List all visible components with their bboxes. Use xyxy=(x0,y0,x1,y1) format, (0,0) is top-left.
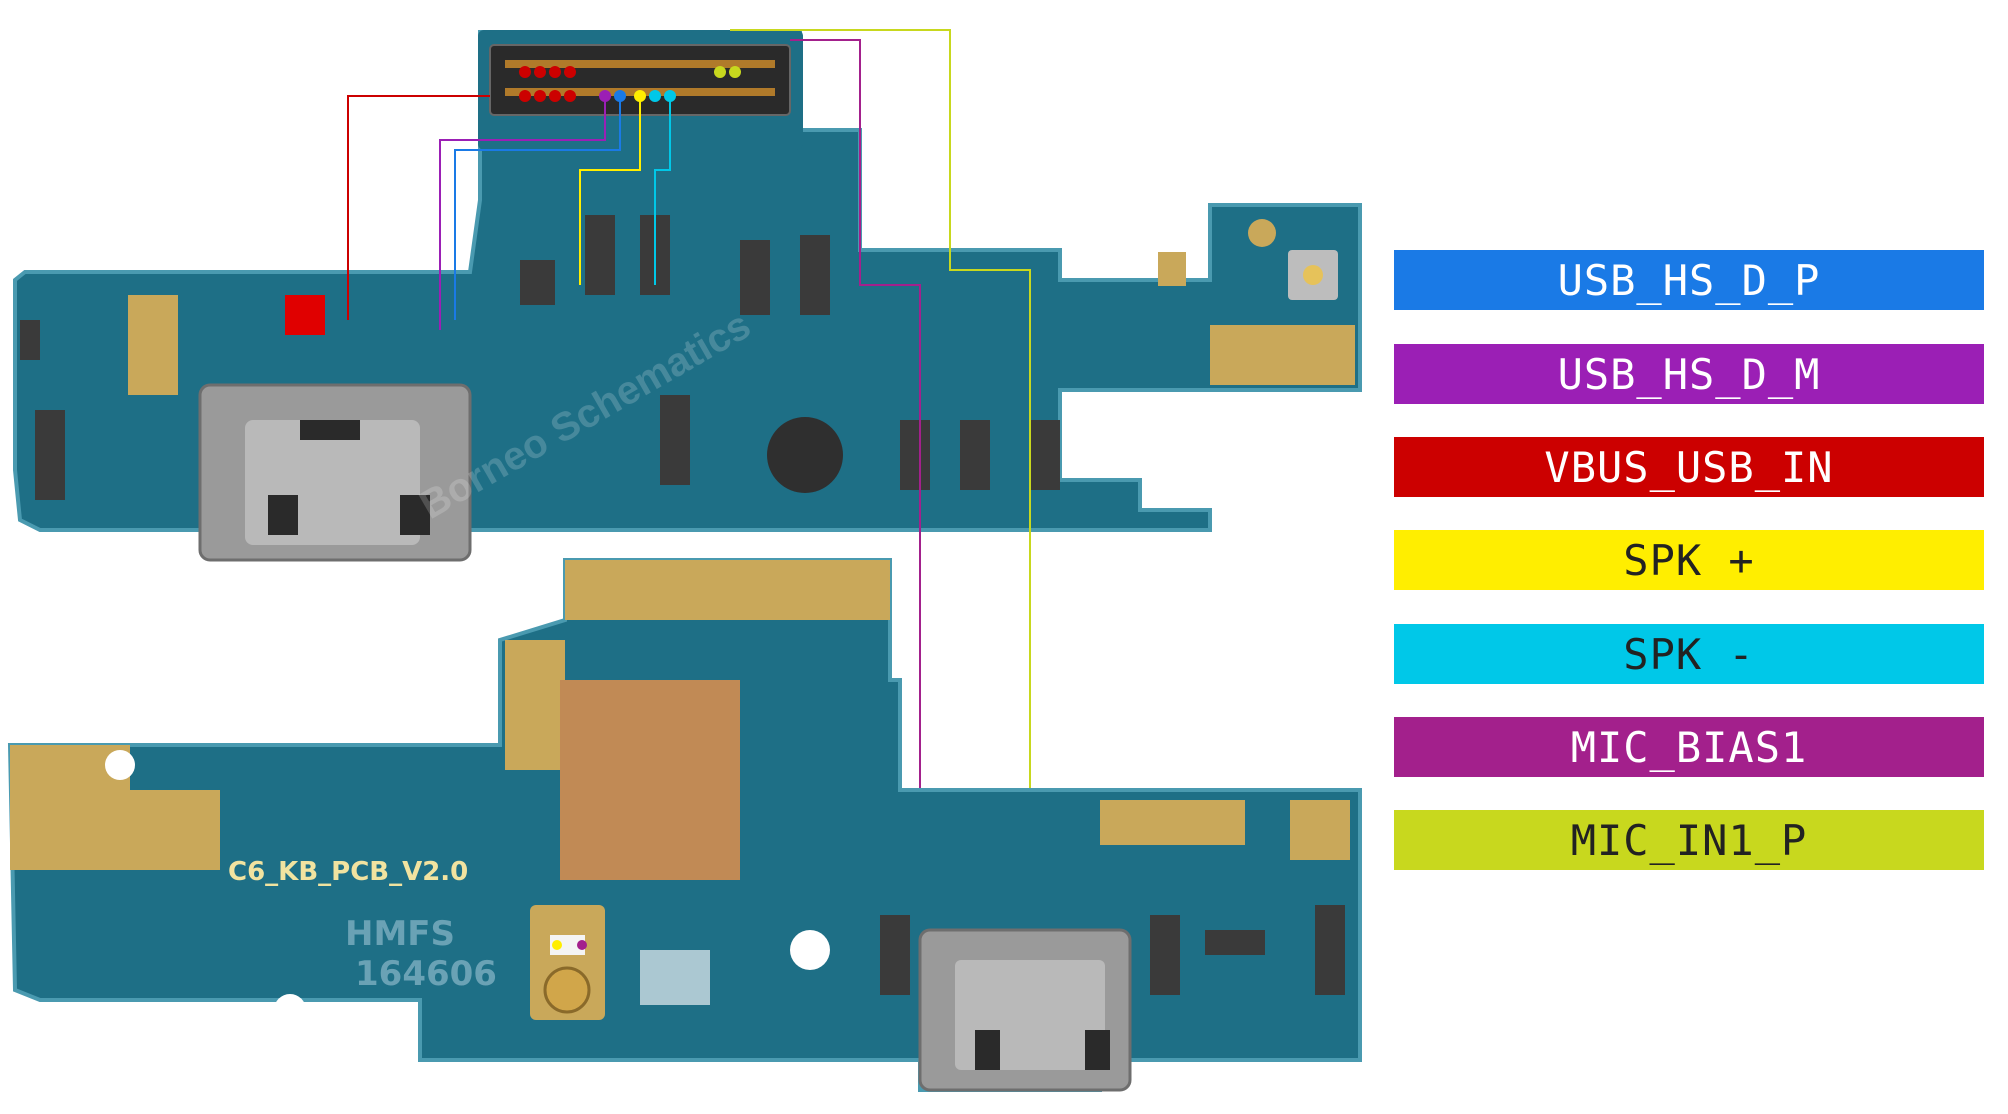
smd-components xyxy=(20,215,1060,500)
mounting-hole xyxy=(790,930,830,970)
silkscreen-date: 164606 xyxy=(355,954,497,994)
silkscreen-model: C6_KB_PCB_V2.0 xyxy=(228,857,468,887)
copper-area xyxy=(560,680,740,880)
signal-traces xyxy=(347,29,1031,905)
legend-item-usb-hs-d-m: USB_HS_D_M xyxy=(1394,344,1984,404)
gold-shield xyxy=(505,640,565,770)
top-usb-port xyxy=(198,383,472,562)
gold-pad-left xyxy=(10,745,220,870)
gold-pad xyxy=(1100,800,1245,845)
qr-code xyxy=(640,950,710,1005)
legend-item-usb-hs-d-p: USB_HS_D_P xyxy=(1394,250,1984,310)
legend-item-mic-in1-p: MIC_IN1_P xyxy=(1394,810,1984,870)
gold-pad xyxy=(128,295,178,395)
silkscreen-vendor: HMFS xyxy=(345,914,455,954)
gold-pad xyxy=(1210,325,1355,385)
mounting-hole xyxy=(274,994,306,1026)
top-board xyxy=(13,29,1362,905)
vbus-component xyxy=(285,295,325,335)
mic-hole xyxy=(767,417,843,493)
microphone xyxy=(530,905,605,1020)
smd-components xyxy=(880,905,1345,995)
legend-item-vbus-usb-in: VBUS_USB_IN xyxy=(1394,437,1984,497)
gold-pad xyxy=(1290,800,1350,860)
bottom-board: C6_KB_PCB_V2.0 HMFS 164606 xyxy=(7,558,1362,1092)
legend-item-spk: SPK + xyxy=(1394,530,1984,590)
connector-markers xyxy=(519,66,741,102)
gold-pad xyxy=(1158,252,1186,286)
legend-item-spk: SPK - xyxy=(1394,624,1984,684)
gold-pad-round xyxy=(1248,219,1276,247)
bottom-usb-port xyxy=(918,928,1132,1092)
gold-shield xyxy=(565,560,890,620)
legend-item-mic-bias1: MIC_BIAS1 xyxy=(1394,717,1984,777)
mounting-hole xyxy=(105,750,135,780)
